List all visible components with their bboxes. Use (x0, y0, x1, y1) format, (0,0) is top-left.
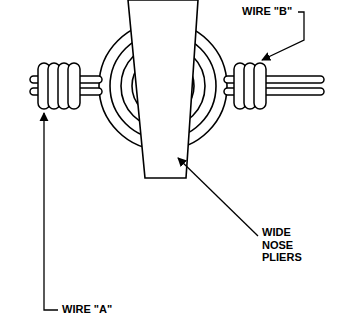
pliers-jaw (128, 0, 198, 178)
leader-lines (44, 12, 304, 310)
wire-b-coil (234, 63, 266, 109)
wire-a-coil (38, 63, 80, 109)
wire-label: WIRE "A" (62, 303, 112, 316)
wire-label: WIRE "B" (242, 5, 292, 18)
tool-label: WIDE NOSE PLIERS (262, 226, 312, 264)
